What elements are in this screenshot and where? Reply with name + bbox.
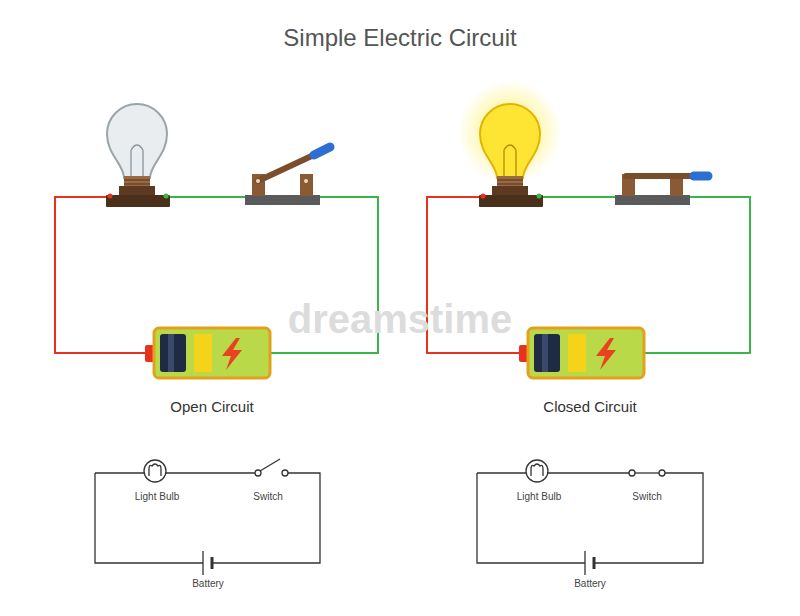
knife-switch-open — [256, 179, 260, 183]
knife-switch-open — [245, 147, 330, 205]
part-label: Light Bulb — [135, 491, 179, 503]
knife-switch-open — [314, 147, 330, 155]
schematic-closed — [659, 470, 665, 476]
knife-switch-closed — [615, 195, 690, 205]
knife-switch-closed — [615, 174, 708, 205]
light-bulb-lit — [479, 104, 543, 207]
circuit-wire — [539, 196, 617, 198]
diagram-title: Simple Electric Circuit — [283, 24, 516, 52]
knife-switch-open — [300, 174, 313, 196]
part-label: Switch — [632, 491, 661, 503]
battery — [145, 328, 270, 378]
light-bulb-lit — [504, 145, 516, 176]
watermark: dreamstime — [288, 296, 513, 342]
schematic-closed — [526, 460, 548, 482]
schematic-open — [211, 557, 214, 569]
light-bulb-lit — [480, 104, 540, 178]
part-label: Battery — [574, 578, 606, 590]
schematic-open — [260, 459, 280, 471]
part-label: Battery — [192, 578, 224, 590]
battery — [519, 328, 644, 378]
schematic-closed — [477, 473, 703, 563]
schematic-closed — [531, 464, 543, 476]
battery — [145, 328, 270, 378]
schematic-open — [95, 459, 320, 575]
schematic-closed — [593, 557, 596, 569]
schematic-closed — [584, 551, 585, 575]
caption-label: Closed Circuit — [543, 398, 636, 415]
battery — [519, 328, 644, 378]
schematic-open — [202, 551, 203, 575]
circuit-wire — [644, 197, 750, 353]
light-bulb — [131, 145, 143, 176]
schematic-open — [282, 470, 288, 476]
knife-switch-closed — [694, 172, 708, 181]
knife-switch-open — [258, 153, 318, 181]
schematic-open — [95, 473, 320, 563]
light-bulb-lit — [458, 80, 562, 207]
part-label: Light Bulb — [517, 491, 561, 503]
schematic-closed — [635, 472, 659, 473]
schematic-closed — [629, 470, 635, 476]
circuit-wire — [166, 196, 247, 198]
schematic-open — [144, 460, 166, 482]
schematic-closed — [477, 460, 703, 575]
light-bulb — [107, 104, 167, 178]
schematic-open — [149, 464, 161, 476]
light-bulb — [106, 104, 170, 207]
circuit-wire — [55, 197, 146, 353]
light-bulb-lit — [458, 80, 562, 184]
caption-label: Open Circuit — [170, 398, 253, 415]
light-bulb — [106, 176, 170, 207]
light-bulb-lit — [479, 176, 543, 207]
knife-switch-open — [245, 195, 320, 205]
knife-switch-open — [304, 179, 308, 183]
part-label: Switch — [253, 491, 282, 503]
knife-switch-closed — [626, 173, 692, 179]
